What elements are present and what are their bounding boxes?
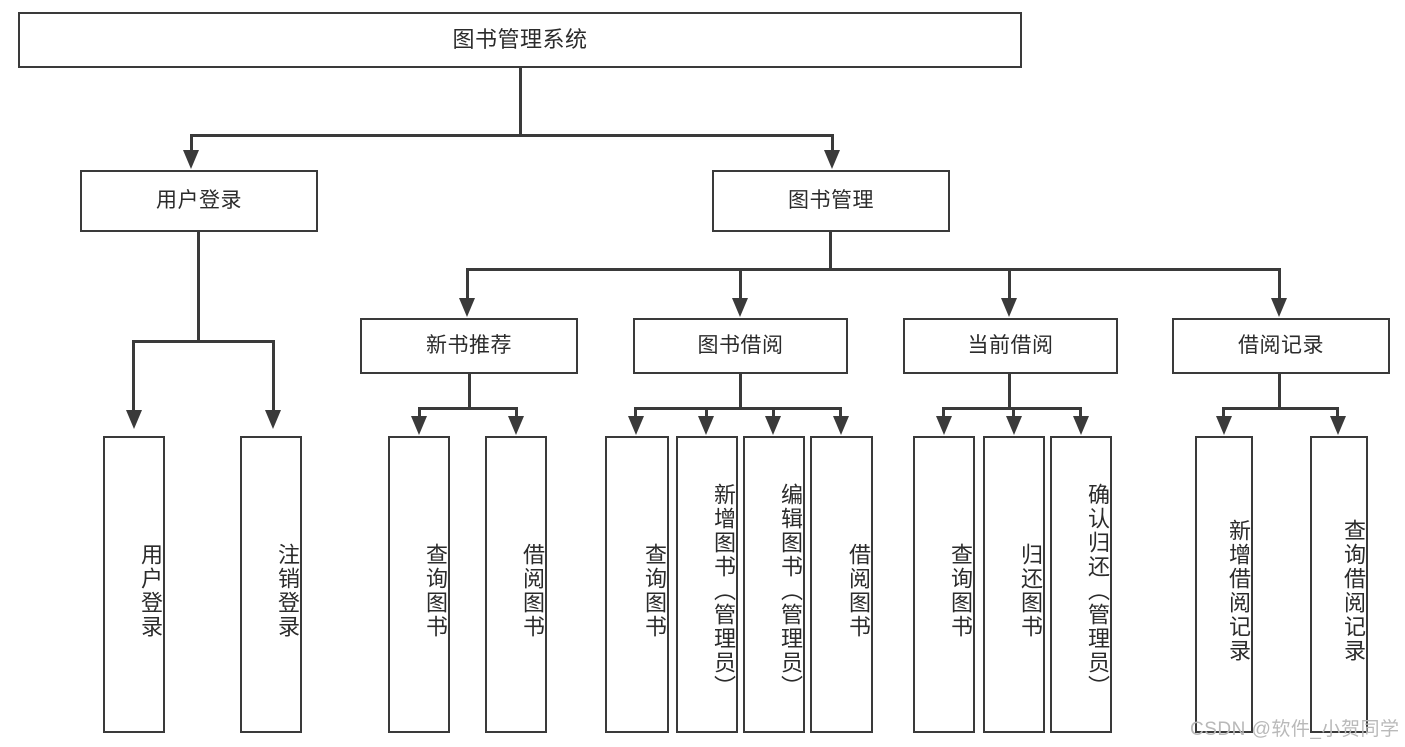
connector-root-drop-right <box>831 134 834 152</box>
connector-newbook-stem <box>468 374 471 410</box>
connector-root-stem <box>519 68 522 136</box>
arrow-to-leaf-query-book-1 <box>411 416 427 435</box>
arrow-to-current-borrow <box>1001 298 1017 317</box>
arrow-to-leaf-edit-book <box>765 416 781 435</box>
arrow-to-borrow-record <box>1271 298 1287 317</box>
arrow-to-leaf-return-book <box>1006 416 1022 435</box>
node-leaf-query-book-current[interactable]: 查询图书 <box>913 436 975 733</box>
node-leaf-add-book-admin[interactable]: 新增图书（管理员） <box>676 436 738 733</box>
connector-userlogin-stem <box>197 232 200 342</box>
connector-currentborrow-drop-2 <box>1012 407 1015 419</box>
watermark-text: CSDN @软件_小贺同学 <box>1190 719 1400 740</box>
arrow-to-leaf-confirm-return <box>1073 416 1089 435</box>
connector-userlogin-drop-1 <box>132 340 135 412</box>
connector-currentborrow-bus <box>942 407 1081 410</box>
node-leaf-query-borrow-record[interactable]: 查询借阅记录 <box>1310 436 1368 733</box>
arrow-to-book-manage <box>824 150 840 169</box>
connector-bookborrow-drop-4 <box>839 407 842 419</box>
arrow-to-leaf-borrow-book-1 <box>508 416 524 435</box>
node-new-book-recommend[interactable]: 新书推荐 <box>360 318 578 374</box>
connector-borrowrecord-drop-2 <box>1336 407 1339 419</box>
connector-currentborrow-drop-3 <box>1079 407 1082 419</box>
node-book-manage[interactable]: 图书管理 <box>712 170 950 232</box>
connector-bookmanage-drop-1 <box>466 268 469 300</box>
arrow-to-leaf-query-book-3 <box>936 416 952 435</box>
connector-bookborrow-drop-2 <box>705 407 708 419</box>
node-leaf-borrow-book-borrow[interactable]: 借阅图书 <box>810 436 873 733</box>
connector-bookmanage-drop-3 <box>1008 268 1011 300</box>
node-leaf-return-book[interactable]: 归还图书 <box>983 436 1045 733</box>
connector-root-bus <box>190 134 834 137</box>
connector-currentborrow-stem <box>1008 374 1011 410</box>
node-user-login[interactable]: 用户登录 <box>80 170 318 232</box>
connector-newbook-drop-1 <box>418 407 421 419</box>
connector-currentborrow-drop-1 <box>942 407 945 419</box>
connector-borrowrecord-stem <box>1278 374 1281 410</box>
connector-bookmanage-drop-4 <box>1278 268 1281 300</box>
connector-borrowrecord-bus <box>1222 407 1338 410</box>
node-leaf-add-borrow-record[interactable]: 新增借阅记录 <box>1195 436 1253 733</box>
connector-userlogin-bus <box>132 340 275 343</box>
connector-newbook-bus <box>418 407 518 410</box>
node-leaf-borrow-book-newrec[interactable]: 借阅图书 <box>485 436 547 733</box>
node-borrow-record[interactable]: 借阅记录 <box>1172 318 1390 374</box>
arrow-to-user-login <box>183 150 199 169</box>
connector-borrowrecord-drop-1 <box>1222 407 1225 419</box>
node-leaf-query-book-borrow[interactable]: 查询图书 <box>605 436 669 733</box>
connector-newbook-drop-2 <box>515 407 518 419</box>
connector-bookborrow-drop-1 <box>634 407 637 419</box>
arrow-to-leaf-query-record <box>1330 416 1346 435</box>
node-leaf-confirm-return-admin[interactable]: 确认归还（管理员） <box>1050 436 1112 733</box>
connector-bookborrow-bus <box>634 407 842 410</box>
node-root-system[interactable]: 图书管理系统 <box>18 12 1022 68</box>
arrow-to-book-borrow <box>732 298 748 317</box>
connector-bookborrow-stem <box>739 374 742 410</box>
node-book-borrow[interactable]: 图书借阅 <box>633 318 848 374</box>
arrow-to-new-book-rec <box>459 298 475 317</box>
connector-bookmanage-bus <box>466 268 1280 271</box>
node-leaf-query-book-newrec[interactable]: 查询图书 <box>388 436 450 733</box>
arrow-to-leaf-logout <box>265 410 281 429</box>
node-leaf-edit-book-admin[interactable]: 编辑图书（管理员） <box>743 436 805 733</box>
connector-bookmanage-drop-2 <box>739 268 742 300</box>
arrow-to-leaf-add-record <box>1216 416 1232 435</box>
arrow-to-leaf-user-login <box>126 410 142 429</box>
connector-root-drop-left <box>190 134 193 152</box>
arrow-to-leaf-query-book-2 <box>628 416 644 435</box>
node-leaf-logout-login[interactable]: 注销登录 <box>240 436 302 733</box>
node-current-borrow[interactable]: 当前借阅 <box>903 318 1118 374</box>
connector-userlogin-drop-2 <box>272 340 275 412</box>
node-leaf-user-login[interactable]: 用户登录 <box>103 436 165 733</box>
arrow-to-leaf-add-book <box>698 416 714 435</box>
arrow-to-leaf-borrow-book-2 <box>833 416 849 435</box>
connector-bookmanage-stem <box>829 232 832 270</box>
connector-bookborrow-drop-3 <box>772 407 775 419</box>
